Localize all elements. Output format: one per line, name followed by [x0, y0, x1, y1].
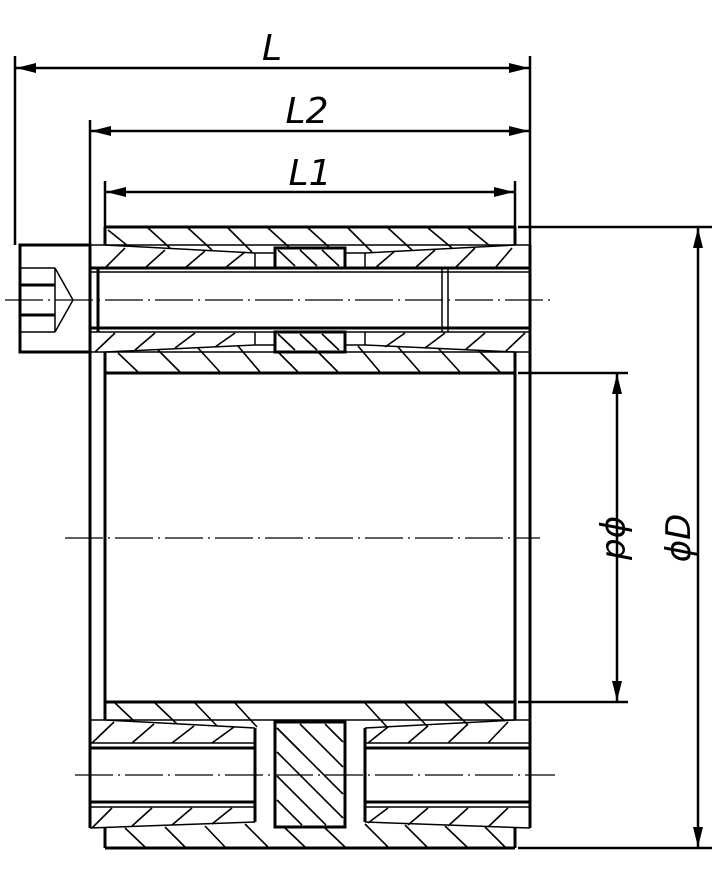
label-D: ϕD — [659, 514, 699, 563]
top-section — [88, 225, 532, 373]
dimension-inner-diameter: ϕd — [518, 371, 637, 704]
inner-ring — [88, 352, 532, 720]
dimension-L1: L1 — [103, 153, 517, 227]
dimension-L: L — [13, 28, 532, 245]
label-L2: L2 — [286, 91, 329, 132]
dimension-L2: L2 — [88, 91, 529, 245]
hatching — [91, 227, 526, 848]
label-d: ϕd — [597, 516, 637, 560]
screw-head — [18, 243, 92, 354]
label-L1: L1 — [289, 153, 332, 194]
bottom-section — [88, 702, 532, 850]
dimension-outer-diameter: ϕD — [518, 225, 712, 850]
label-L: L — [262, 28, 282, 69]
